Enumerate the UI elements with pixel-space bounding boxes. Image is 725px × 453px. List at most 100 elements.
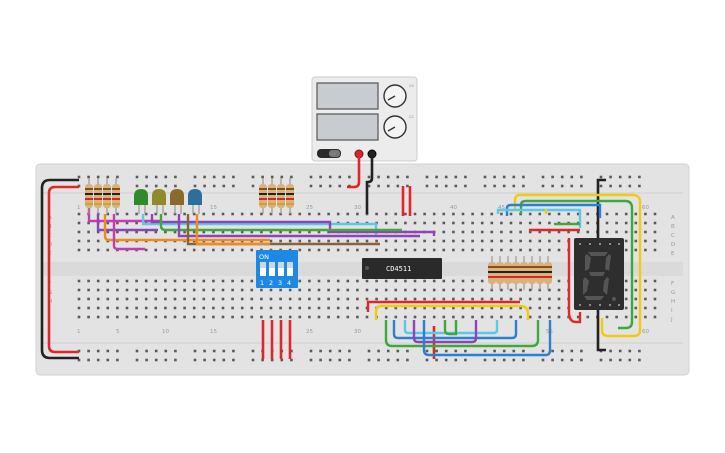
breadboard-hole[interactable] [541, 175, 545, 179]
breadboard-hole[interactable] [232, 358, 235, 362]
breadboard-hole[interactable] [461, 221, 465, 225]
breadboard-hole[interactable] [77, 306, 81, 310]
breadboard-hole[interactable] [624, 288, 628, 292]
breadboard-hole[interactable] [377, 358, 380, 362]
breadboard-hole[interactable] [173, 279, 177, 283]
breadboard-hole[interactable] [406, 184, 409, 188]
breadboard-hole[interactable] [609, 349, 612, 353]
breadboard-hole[interactable] [551, 349, 554, 353]
breadboard-hole[interactable] [309, 349, 313, 353]
breadboard-hole[interactable] [338, 175, 342, 179]
breadboard-hole[interactable] [279, 297, 282, 301]
breadboard-hole[interactable] [509, 212, 513, 216]
breadboard-hole[interactable] [212, 230, 215, 234]
breadboard-hole[interactable] [308, 230, 311, 234]
breadboard-hole[interactable] [605, 221, 609, 225]
breadboard-hole[interactable] [423, 221, 426, 225]
breadboard-hole[interactable] [384, 315, 388, 319]
breadboard-hole[interactable] [192, 288, 196, 292]
breadboard-hole[interactable] [348, 358, 351, 362]
breadboard-hole[interactable] [509, 221, 513, 225]
breadboard-hole[interactable] [502, 184, 506, 188]
breadboard-hole[interactable] [77, 279, 81, 283]
breadboard-hole[interactable] [634, 230, 638, 234]
breadboard-hole[interactable] [377, 184, 380, 188]
breadboard-hole[interactable] [106, 358, 110, 362]
breadboard-hole[interactable] [125, 279, 129, 283]
breadboard-hole[interactable] [250, 212, 254, 216]
breadboard-hole[interactable] [634, 315, 638, 319]
seven-segment-display[interactable] [574, 238, 624, 310]
breadboard-hole[interactable] [490, 248, 494, 252]
breadboard-hole[interactable] [628, 349, 632, 353]
breadboard-hole[interactable] [106, 349, 110, 353]
breadboard-hole[interactable] [328, 175, 332, 179]
breadboard-hole[interactable] [173, 230, 177, 234]
breadboard-hole[interactable] [615, 212, 618, 216]
breadboard-hole[interactable] [384, 306, 388, 310]
breadboard-hole[interactable] [432, 315, 436, 319]
breadboard-hole[interactable] [317, 279, 321, 283]
breadboard-hole[interactable] [346, 297, 350, 301]
breadboard-hole[interactable] [336, 212, 340, 216]
breadboard-hole[interactable] [328, 349, 332, 353]
breadboard-hole[interactable] [356, 306, 359, 310]
breadboard-hole[interactable] [144, 288, 148, 292]
breadboard-hole[interactable] [250, 306, 254, 310]
breadboard-hole[interactable] [308, 239, 311, 243]
breadboard-hole[interactable] [624, 297, 628, 301]
breadboard-hole[interactable] [480, 230, 484, 234]
resistor-group-right[interactable] [488, 256, 552, 290]
breadboard-hole[interactable] [375, 288, 378, 292]
breadboard-hole[interactable] [538, 212, 542, 216]
breadboard-hole[interactable] [377, 349, 380, 353]
breadboard-hole[interactable] [77, 297, 81, 301]
breadboard-hole[interactable] [653, 297, 657, 301]
signal-wires-top[interactable] [87, 207, 436, 251]
breadboard-hole[interactable] [384, 279, 388, 283]
breadboard-hole[interactable] [192, 279, 196, 283]
breadboard-hole[interactable] [502, 349, 506, 353]
power-wires[interactable] [40, 154, 606, 360]
breadboard-hole[interactable] [509, 239, 513, 243]
breadboard-hole[interactable] [365, 288, 369, 292]
breadboard-hole[interactable] [135, 184, 139, 188]
breadboard-hole[interactable] [135, 279, 138, 283]
breadboard-hole[interactable] [599, 358, 603, 362]
breadboard-hole[interactable] [183, 230, 186, 234]
breadboard-hole[interactable] [174, 358, 177, 362]
breadboard-hole[interactable] [250, 288, 254, 292]
breadboard-hole[interactable] [580, 175, 583, 179]
breadboard-hole[interactable] [164, 184, 168, 188]
breadboard-hole[interactable] [203, 349, 206, 353]
resistor[interactable] [520, 256, 528, 290]
breadboard-hole[interactable] [298, 279, 302, 283]
breadboard-hole[interactable] [183, 279, 186, 283]
breadboard-hole[interactable] [144, 315, 148, 319]
breadboard-hole[interactable] [269, 315, 273, 319]
breadboard-hole[interactable] [154, 297, 158, 301]
breadboard-hole[interactable] [609, 184, 612, 188]
breadboard-hole[interactable] [212, 349, 216, 353]
breadboard-hole[interactable] [638, 184, 641, 188]
breadboard-hole[interactable] [522, 175, 525, 179]
breadboard-hole[interactable] [452, 248, 455, 252]
breadboard-hole[interactable] [576, 230, 580, 234]
breadboard-hole[interactable] [557, 279, 561, 283]
breadboard-hole[interactable] [528, 212, 532, 216]
breadboard-hole[interactable] [375, 248, 378, 252]
breadboard-hole[interactable] [423, 248, 426, 252]
breadboard-hole[interactable] [106, 221, 110, 225]
breadboard-hole[interactable] [317, 297, 321, 301]
breadboard-hole[interactable] [580, 184, 583, 188]
breadboard-hole[interactable] [406, 358, 409, 362]
breadboard-hole[interactable] [452, 212, 455, 216]
breadboard-hole[interactable] [125, 315, 129, 319]
breadboard-hole[interactable] [435, 184, 438, 188]
breadboard-hole[interactable] [386, 184, 390, 188]
breadboard-hole[interactable] [452, 306, 455, 310]
breadboard-hole[interactable] [280, 358, 284, 362]
breadboard-hole[interactable] [260, 297, 263, 301]
breadboard-hole[interactable] [557, 248, 561, 252]
breadboard-hole[interactable] [144, 212, 148, 216]
